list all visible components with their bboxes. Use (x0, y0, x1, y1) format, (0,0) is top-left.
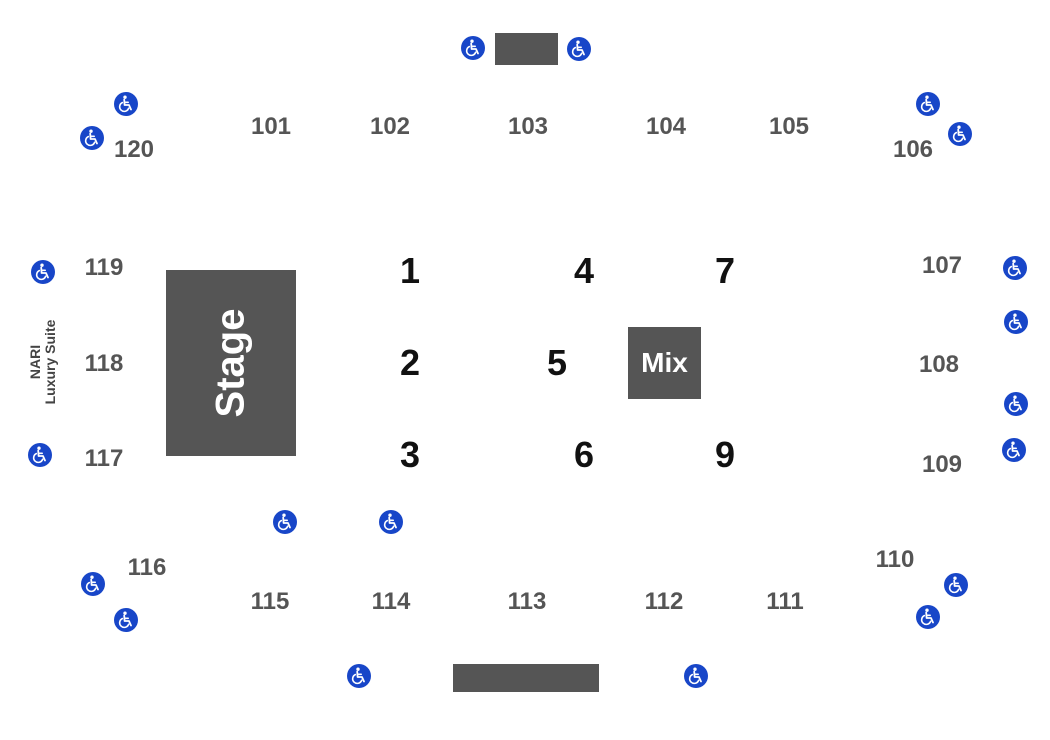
mix-position: Mix (628, 327, 701, 399)
section-114[interactable]: 114 (371, 588, 411, 615)
mix-label: Mix (641, 347, 688, 378)
wheelchair-accessible-icon (944, 573, 968, 597)
wheelchair-accessible-icon (1004, 392, 1028, 416)
wheelchair-accessible-icon (461, 36, 485, 60)
luxury-suite-label: NARI Luxury Suite (27, 319, 58, 405)
section-108[interactable]: 108 (918, 351, 960, 378)
section-115[interactable]: 115 (250, 588, 290, 615)
section-120[interactable]: 120 (113, 136, 155, 163)
wheelchair-accessible-icon (916, 92, 940, 116)
wheelchair-accessible-icon (114, 608, 138, 632)
wheelchair-accessible-icon (28, 443, 52, 467)
floor-section-2[interactable]: 2 (399, 342, 421, 383)
wheelchair-accessible-icon (1004, 310, 1028, 334)
floor-section-4[interactable]: 4 (573, 250, 595, 291)
wheelchair-accessible-icon (114, 92, 138, 116)
wheelchair-accessible-icon (80, 126, 104, 150)
stage: Stage (166, 270, 296, 456)
floor-section-9[interactable]: 9 (714, 434, 736, 475)
section-119[interactable]: 119 (84, 254, 124, 281)
floor-section-3[interactable]: 3 (399, 434, 421, 475)
section-107[interactable]: 107 (921, 252, 963, 279)
wheelchair-accessible-icon (347, 664, 371, 688)
suite-label-line1: NARI (27, 344, 43, 380)
floor-section-1[interactable]: 1 (399, 250, 421, 291)
wheelchair-accessible-icon (1003, 256, 1027, 280)
wheelchair-accessible-icon (273, 510, 297, 534)
wheelchair-accessible-icon (684, 664, 708, 688)
wheelchair-accessible-icon (31, 260, 55, 284)
section-118[interactable]: 118 (84, 350, 124, 377)
section-111[interactable]: 111 (766, 588, 804, 615)
section-104[interactable]: 104 (645, 113, 687, 140)
suite-label-line2: Luxury Suite (42, 319, 58, 405)
wheelchair-accessible-icon (916, 605, 940, 629)
section-116[interactable]: 116 (127, 554, 167, 581)
stage-label: Stage (208, 308, 253, 418)
bottom-entrance-block (453, 664, 599, 692)
section-103[interactable]: 103 (507, 113, 549, 140)
floor-section-6[interactable]: 6 (573, 434, 595, 475)
section-113[interactable]: 113 (507, 588, 547, 615)
wheelchair-accessible-icon (567, 37, 591, 61)
wheelchair-accessible-icon (1002, 438, 1026, 462)
wheelchair-accessible-icon (81, 572, 105, 596)
section-109[interactable]: 109 (921, 451, 963, 478)
section-101[interactable]: 101 (250, 113, 292, 140)
top-entrance-block (495, 33, 558, 65)
wheelchair-accessible-icon (948, 122, 972, 146)
section-117[interactable]: 117 (84, 445, 124, 472)
floor-section-7[interactable]: 7 (714, 250, 736, 291)
floor-section-5[interactable]: 5 (546, 342, 568, 383)
section-106[interactable]: 106 (892, 136, 934, 163)
section-112[interactable]: 112 (644, 588, 684, 615)
section-105[interactable]: 105 (768, 113, 810, 140)
section-102[interactable]: 102 (369, 113, 411, 140)
section-110[interactable]: 110 (875, 546, 915, 573)
wheelchair-accessible-icon (379, 510, 403, 534)
